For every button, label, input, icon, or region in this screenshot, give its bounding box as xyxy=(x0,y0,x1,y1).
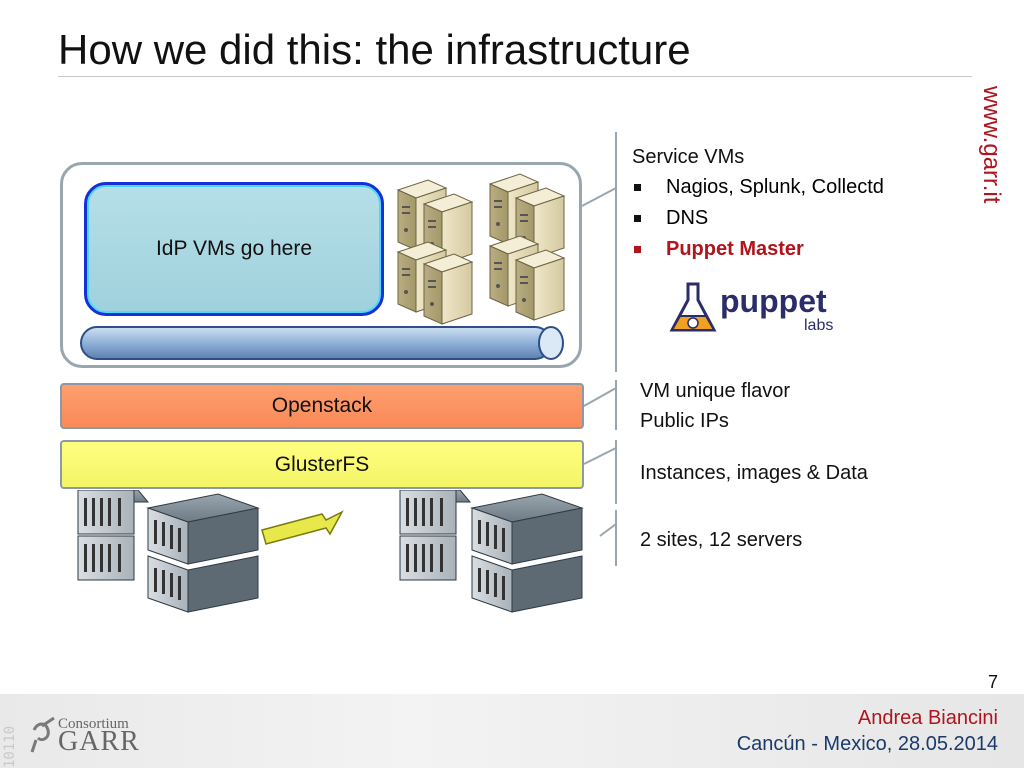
list-item-label: Puppet Master xyxy=(666,238,804,260)
consortium-label: Consortium xyxy=(58,716,129,732)
title-divider xyxy=(58,76,972,77)
network-link-bolt-icon xyxy=(261,510,344,545)
list-item-label: DNS xyxy=(666,207,709,229)
rack-server-icon xyxy=(146,493,260,565)
openstack-layer: Openstack xyxy=(60,383,584,429)
rack-server-icon xyxy=(399,490,472,535)
glusterfs-note: Instances, images & Data xyxy=(640,462,868,484)
list-item: Puppet Master xyxy=(632,234,884,265)
bullet-icon xyxy=(634,215,641,222)
openstack-note-ips: Public IPs xyxy=(640,410,729,432)
puppet-flask-icon xyxy=(669,282,717,332)
callout-lines xyxy=(581,132,617,566)
website-url-text: www.garr.it xyxy=(978,85,1004,204)
glusterfs-label: GlusterFS xyxy=(274,452,370,476)
service-vms-heading: Service VMs xyxy=(632,146,745,168)
puppet-logo-subword: labs xyxy=(804,317,833,334)
rack-server-icon xyxy=(399,535,457,581)
venue-date: Cancún - Mexico, 28.05.2014 xyxy=(736,733,998,755)
server-tower-icon xyxy=(514,249,566,321)
idp-vm-box: IdP VMs go here xyxy=(84,182,384,316)
rack-server-icon xyxy=(147,555,259,613)
rack-server-icon xyxy=(471,555,583,613)
puppet-labs-logo: puppet labs xyxy=(669,282,833,334)
servers-note: 2 sites, 12 servers xyxy=(640,529,803,551)
physical-server-racks xyxy=(77,490,584,613)
bullet-icon xyxy=(634,184,641,191)
binary-decoration: 10110 xyxy=(2,725,18,768)
list-item-label: Nagios, Splunk, Collectd xyxy=(666,176,884,198)
list-item: DNS xyxy=(632,203,884,234)
rack-server-icon xyxy=(77,535,135,581)
service-vm-list: Nagios, Splunk, Collectd DNS Puppet Mast… xyxy=(632,172,884,265)
footer-band xyxy=(0,694,1024,768)
glusterfs-layer: GlusterFS xyxy=(60,440,584,489)
server-tower-icon xyxy=(422,253,474,325)
author-name: Andrea Biancini xyxy=(857,707,998,729)
puppet-logo-word: puppet xyxy=(720,283,827,319)
service-vm-servers xyxy=(396,173,566,325)
rack-server-icon xyxy=(77,490,150,535)
slide-title: How we did this: the infrastructure xyxy=(58,26,691,73)
openstack-label: Openstack xyxy=(271,394,373,417)
idp-vm-label: IdP VMs go here xyxy=(155,237,313,260)
website-url: www.garr.it xyxy=(978,85,1004,204)
rack-server-icon xyxy=(470,493,584,565)
garr-label: GARR xyxy=(58,726,140,757)
network-pipe xyxy=(80,326,564,360)
garr-logo-icon xyxy=(30,716,55,753)
openstack-note-flavor: VM unique flavor xyxy=(640,380,791,402)
bullet-icon xyxy=(634,246,641,253)
page-number: 7 xyxy=(987,672,998,692)
list-item: Nagios, Splunk, Collectd xyxy=(632,172,884,203)
